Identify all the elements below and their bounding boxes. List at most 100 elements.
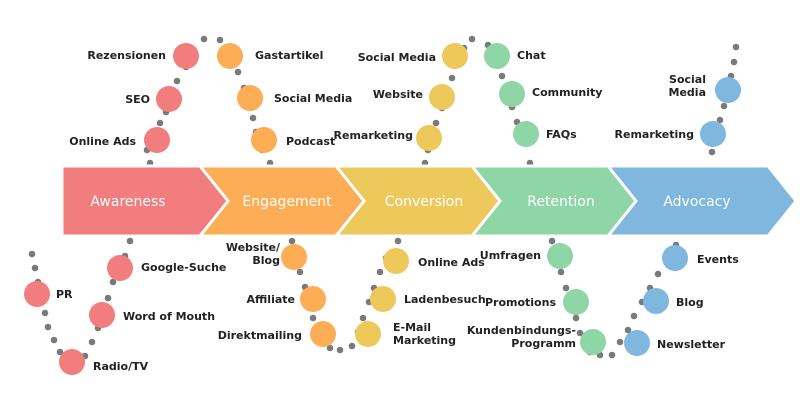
connector-dot [468,35,476,43]
connector-dot [309,314,317,322]
touchpoint-retention-kundenbindungs-programm: Kundenbindungs-Programm [467,324,606,355]
connector-dot [376,268,384,276]
connector-dot [41,309,49,317]
stage-label-conversion: Conversion [385,194,464,210]
connector-dot [616,338,624,346]
touchpoint-circle [107,255,133,281]
connector-dot [608,351,616,359]
touchpoint-circle [217,43,243,69]
touchpoint-label: PR [56,288,73,301]
touchpoint-circle [513,121,539,147]
touchpoint-circle [662,245,688,271]
connector-dot [28,250,36,258]
touchpoint-label: Community [532,86,602,99]
touchpoint-circle [156,86,182,112]
connector-dot [730,58,738,66]
touchpoint-circle [144,127,170,153]
touchpoint-retention-promotions: Promotions [485,289,589,315]
connector-dot [56,348,64,356]
touchpoint-awareness-pr: PR [24,281,73,307]
touchpoint-label: Remarketing [334,129,413,142]
connector-dot [88,338,96,346]
touchpoint-circle [442,43,468,69]
touchpoint-label: SEO [125,93,150,106]
touchpoint-advocacy-remarketing: Remarketing [615,121,726,147]
touchpoint-conversion-online-ads: Online Ads [383,248,485,274]
connector-dot [562,284,570,292]
connector-dot [336,346,344,354]
touchpoint-label: Promotions [485,296,556,309]
connector-dot [394,237,402,245]
connector-dot [104,294,112,302]
touchpoint-awareness-google-suche: Google-Suche [107,255,226,281]
touchpoint-label: Newsletter [657,338,726,351]
connector-dot [548,237,556,245]
touchpoint-awareness-rezensionen: Rezensionen [87,43,199,69]
connector-dot [654,270,662,278]
connector-dot [109,278,117,286]
stage-label-awareness: Awareness [90,194,165,210]
touchpoint-label: Gastartikel [255,49,323,62]
touchpoint-circle [580,329,606,355]
connector-dot [156,119,164,127]
connector-dot [173,77,181,85]
touchpoint-label: Radio/TV [93,360,149,373]
touchpoint-circle [429,84,455,110]
touchpoint-circle [547,243,573,269]
touchpoint-circle [89,302,115,328]
touchpoint-circle [484,43,510,69]
touchpoint-circle [715,77,741,103]
touchpoint-retention-community: Community [499,81,602,107]
touchpoint-engagement-direktmailing: Direktmailing [218,321,336,347]
stage-arrow-advocacy [604,164,798,238]
touchpoint-label: Website/Blog [226,241,281,267]
touchpoint-advocacy-newsletter: Newsletter [624,330,726,356]
touchpoint-label: Social Media [358,51,436,64]
connector-dot [31,264,39,272]
touchpoint-conversion-website: Website [373,84,455,110]
touchpoint-label: Remarketing [615,128,694,141]
touchpoint-engagement-podcast: Podcast [251,127,335,153]
connector-dot [326,344,334,352]
touchpoint-circle [281,244,307,270]
connector-dot [732,43,740,51]
touchpoint-label: Rezensionen [87,49,166,62]
touchpoint-label: Social Media [274,92,352,105]
connector-dot [708,148,716,156]
touchpoint-engagement-social-media: Social Media [237,85,352,111]
connector-dot [498,72,506,80]
connector-dot [576,329,584,337]
touchpoint-label: Direktmailing [218,329,302,342]
touchpoint-circle [563,289,589,315]
touchpoint-circle [310,321,336,347]
connector-dot [432,119,440,127]
touchpoint-circle [624,330,650,356]
touchpoint-circle [59,349,85,375]
stage-label-engagement: Engagement [242,194,332,210]
connector-dot [630,312,638,320]
touchpoint-circle [370,286,396,312]
connector-dot [216,36,224,44]
touchpoint-retention-faqs: FAQs [513,121,577,147]
connector-dot [557,268,565,276]
connector-dot [50,336,58,344]
touchpoint-label: Online Ads [69,135,136,148]
touchpoint-circle [643,288,669,314]
connector-dot [572,314,580,322]
touchpoint-label: Chat [517,49,546,62]
connector-dot [716,116,724,124]
connector-dot [720,102,728,110]
connector-dot [44,323,52,331]
touchpoint-label: Podcast [286,135,335,148]
connector-dot [624,326,632,334]
touchpoint-awareness-online-ads: Online Ads [69,127,170,153]
touchpoint-circle [700,121,726,147]
touchpoint-engagement-affiliate: Affiliate [247,286,326,312]
